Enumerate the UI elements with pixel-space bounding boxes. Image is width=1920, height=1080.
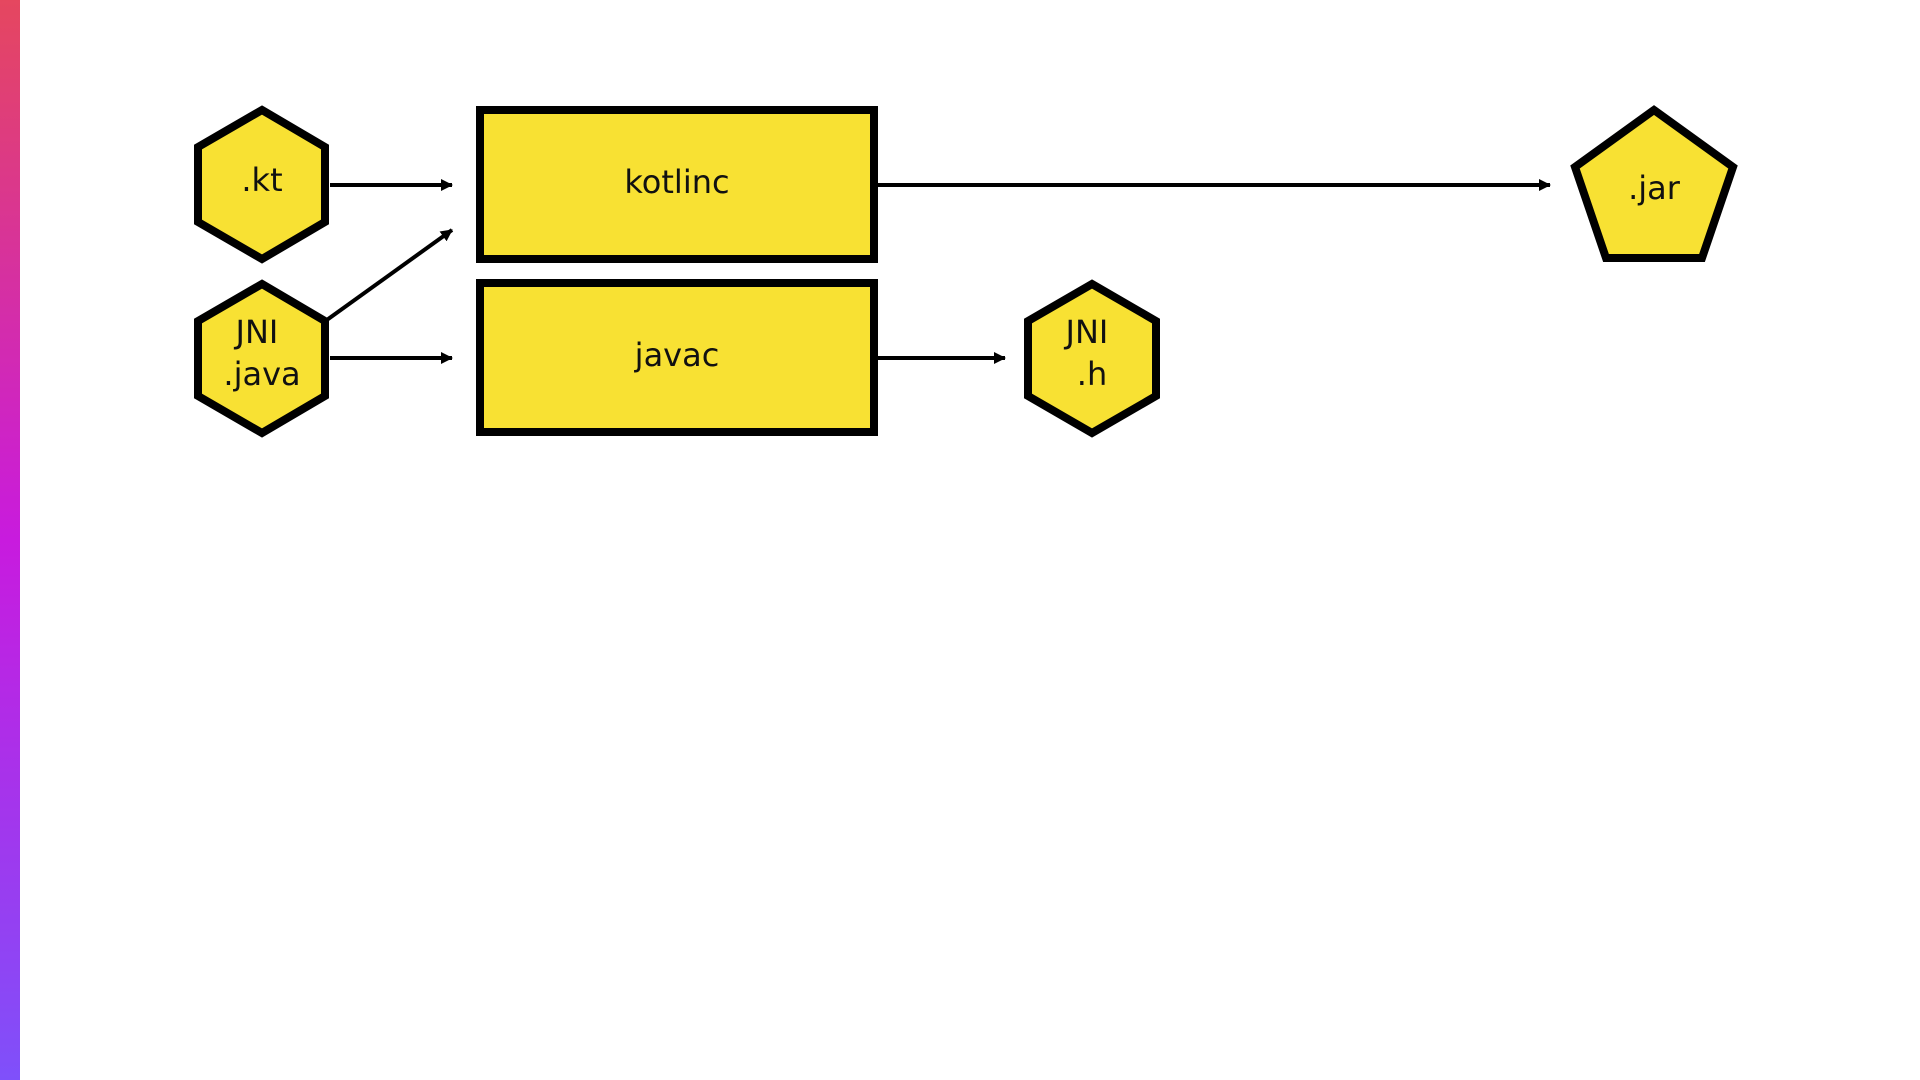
node-kt-label: .kt [241,161,282,199]
node-kotlinc-shape [476,106,878,263]
node-jni-h-shape [1024,279,1160,438]
svg-text:JNI .java: JNI .java [223,313,300,393]
node-jni-h: JNI .h [1024,279,1160,438]
svg-text:javac: javac [634,336,720,374]
svg-text:JNI .h: JNI .h [1064,313,1119,393]
node-jar: .jar [1570,105,1738,262]
node-kotlinc-label: kotlinc [624,163,729,201]
node-jar-label: .jar [1628,169,1681,207]
node-javac-shape [476,279,878,436]
node-jni-java: JNI .java [194,279,329,438]
node-kt-shape [194,105,329,264]
accent-bar [0,0,20,1080]
node-javac-label: javac [634,336,720,374]
nodes: .kt JNI .java kotlinc [194,105,1738,438]
edge-jni-java-to-kotlinc [322,228,454,324]
node-jni-h-label-line1: JNI [1064,313,1109,351]
node-jar-shape [1570,105,1738,262]
svg-text:kotlinc: kotlinc [624,163,729,201]
svg-text:.kt: .kt [241,161,282,199]
node-jni-java-label-line1: JNI [234,313,279,351]
node-jni-java-label-line2: .java [223,355,300,393]
node-kotlinc: kotlinc [476,106,878,263]
node-javac: javac [476,279,878,436]
edges [322,179,1551,364]
node-jni-java-shape [194,279,329,438]
svg-text:.jar: .jar [1628,169,1681,207]
node-kt: .kt [194,105,329,264]
node-jni-h-label-line2: .h [1077,355,1107,393]
